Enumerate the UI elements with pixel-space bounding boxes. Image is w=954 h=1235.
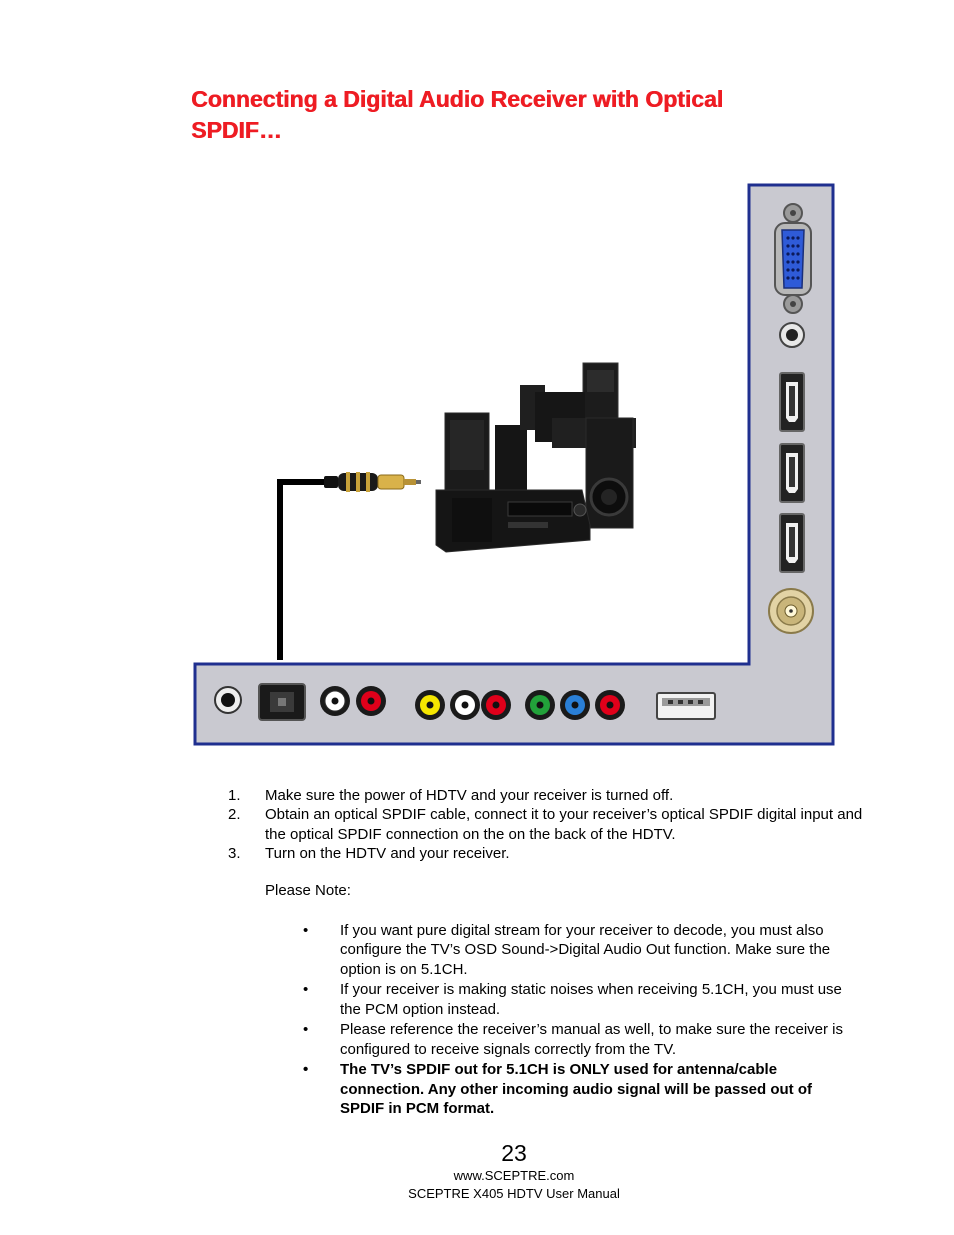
audio-in-red bbox=[356, 686, 386, 716]
step-item: 2. Obtain an optical SPDIF cable, connec… bbox=[228, 805, 868, 844]
step-text: Turn on the HDTV and your receiver. bbox=[265, 845, 510, 863]
page-number: 23 bbox=[501, 1140, 527, 1166]
av-video-yellow bbox=[415, 690, 445, 720]
note-bullet-text: The TV’s SPDIF out for 5.1CH is ONLY use… bbox=[340, 1061, 812, 1118]
hdmi-port-3 bbox=[779, 513, 805, 573]
hdmi-port-2 bbox=[779, 443, 805, 503]
pc-audio-jack bbox=[779, 322, 805, 348]
bullet-symbol: • bbox=[303, 1021, 309, 1039]
optical-cable-plug bbox=[324, 472, 421, 492]
footer-manual-title: SCEPTRE X405 HDTV User Manual bbox=[408, 1186, 620, 1201]
bullet-symbol: • bbox=[303, 981, 309, 999]
home-theater-system-image bbox=[435, 362, 636, 553]
note-label: Please Note: bbox=[265, 882, 351, 899]
audio-in-white bbox=[320, 686, 350, 716]
page-title-line-1: Connecting a Digital Audio Receiver with… bbox=[191, 86, 724, 112]
page-title-line-2: SPDIF… bbox=[191, 117, 282, 143]
component-y-green bbox=[525, 690, 555, 720]
optical-spdif-port bbox=[258, 683, 306, 721]
optical-cable bbox=[277, 479, 326, 660]
bullet-symbol: • bbox=[303, 1061, 309, 1079]
step-number: 2. bbox=[228, 806, 241, 824]
note-bullet-item: • If your receiver is making static nois… bbox=[303, 980, 843, 1019]
usb-port bbox=[656, 692, 716, 720]
step-text: Obtain an optical SPDIF cable, connect i… bbox=[265, 806, 863, 843]
note-bullet-item: • Please reference the receiver’s manual… bbox=[303, 1020, 843, 1059]
note-bullet-item-important: • The TV’s SPDIF out for 5.1CH is ONLY u… bbox=[303, 1060, 843, 1118]
page-title: Connecting a Digital Audio Receiver with… bbox=[191, 84, 831, 146]
note-bullet-text: If you want pure digital stream for your… bbox=[340, 922, 831, 978]
component-pr-red bbox=[595, 690, 625, 720]
av-audio-red bbox=[481, 690, 511, 720]
vga-port bbox=[774, 203, 812, 314]
note-bullets: • If you want pure digital stream for yo… bbox=[303, 921, 843, 1120]
connection-diagram bbox=[193, 183, 835, 746]
component-pb-blue bbox=[560, 690, 590, 720]
footer-website: www.SCEPTRE.com bbox=[453, 1168, 575, 1183]
bullet-symbol: • bbox=[303, 922, 309, 939]
step-item: 1. Make sure the power of HDTV and your … bbox=[228, 786, 868, 805]
antenna-coax-port bbox=[768, 588, 814, 634]
step-text: Make sure the power of HDTV and your rec… bbox=[265, 787, 674, 804]
note-bullet-text: If your receiver is making static noises… bbox=[340, 981, 842, 1018]
step-number: 1. bbox=[228, 787, 241, 804]
av-audio-white bbox=[450, 690, 480, 720]
step-number: 3. bbox=[228, 845, 241, 863]
note-bullet-item: • If you want pure digital stream for yo… bbox=[303, 921, 843, 979]
step-item: 3. Turn on the HDTV and your receiver. bbox=[228, 844, 868, 863]
note-bullet-text: Please reference the receiver’s manual a… bbox=[340, 1021, 844, 1058]
headphone-jack bbox=[214, 686, 242, 714]
instruction-steps: 1. Make sure the power of HDTV and your … bbox=[228, 786, 868, 864]
hdmi-port-1 bbox=[779, 372, 805, 432]
